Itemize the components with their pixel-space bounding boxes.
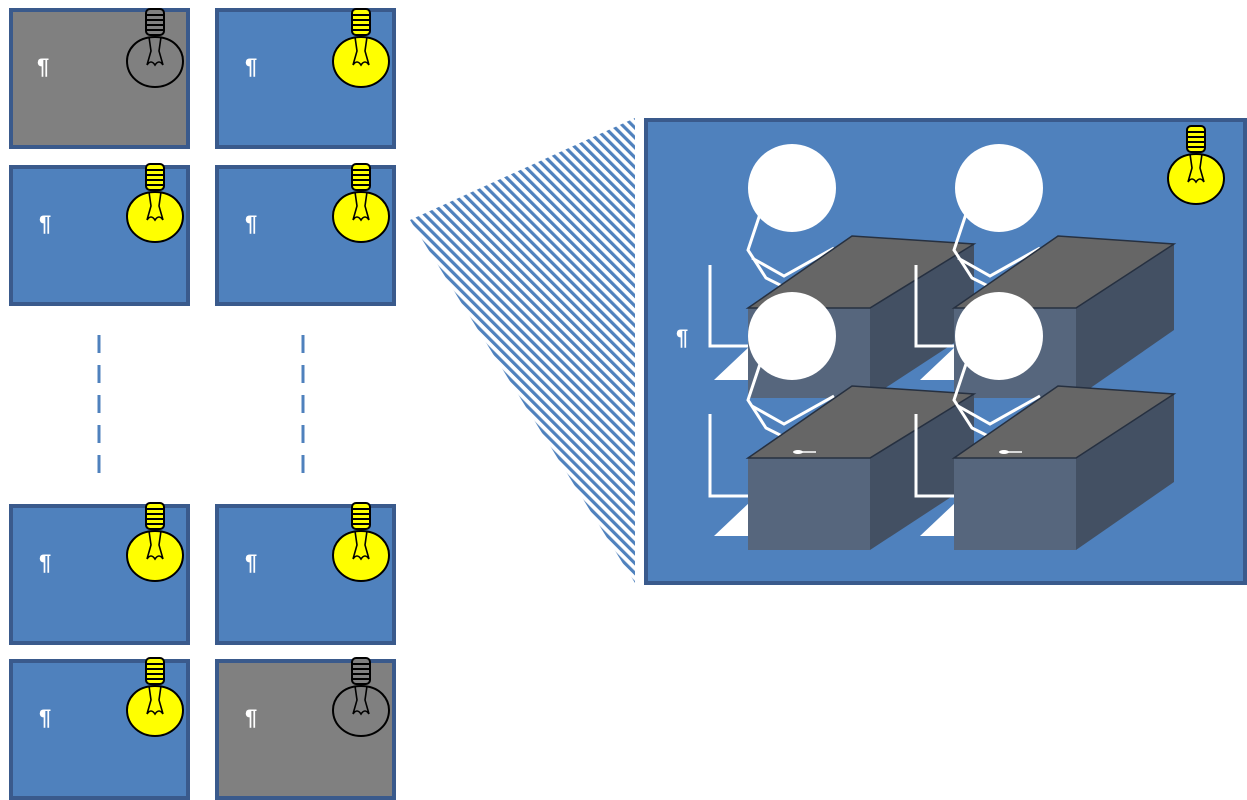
room-2: ¶: [215, 8, 396, 149]
chair-icon: [708, 414, 754, 498]
workstation-front-right: [914, 292, 1177, 550]
desk-icon: [951, 385, 1177, 550]
room-1: ¶: [9, 8, 190, 149]
paragraph-mark: ¶: [676, 325, 689, 350]
light-bulb-icon: [125, 162, 185, 246]
chair-icon: [708, 265, 754, 348]
paragraph-mark: ¶: [39, 211, 52, 236]
light-bulb-icon: [331, 162, 391, 246]
room-3: ¶: [9, 165, 190, 306]
chair-base: [714, 502, 750, 536]
person-head: [955, 292, 1043, 380]
workstation-front-left: [708, 292, 977, 550]
room-7: ¶: [9, 659, 190, 800]
paragraph-mark: ¶: [245, 211, 258, 236]
workstations: [708, 144, 1177, 550]
paragraph-mark: ¶: [245, 54, 258, 79]
room-8: ¶: [215, 659, 396, 800]
chair-base: [920, 346, 956, 380]
person-head: [955, 144, 1043, 232]
light-bulb-icon: [331, 501, 391, 585]
zoomed-room: ¶: [644, 118, 1247, 585]
desk-icon: [745, 385, 977, 550]
chair-base: [714, 346, 750, 380]
room-6: ¶: [215, 504, 396, 645]
room-4: ¶: [215, 165, 396, 306]
person-head: [748, 292, 836, 380]
chair-icon: [914, 265, 960, 348]
paragraph-mark: ¶: [245, 705, 258, 730]
room-5: ¶: [9, 504, 190, 645]
light-bulb-icon: [331, 656, 391, 740]
light-bulb-icon: [125, 7, 185, 91]
paragraph-mark: ¶: [39, 705, 52, 730]
paragraph-mark: ¶: [39, 550, 52, 575]
chair-base: [920, 502, 956, 536]
light-bulb-icon: [331, 7, 391, 91]
paragraph-mark: ¶: [245, 550, 258, 575]
light-bulb-icon: [125, 501, 185, 585]
light-bulb-icon: [125, 656, 185, 740]
person-head: [748, 144, 836, 232]
chair-icon: [914, 414, 960, 498]
paragraph-mark: ¶: [37, 54, 50, 79]
workstation-back-left: [708, 144, 977, 398]
